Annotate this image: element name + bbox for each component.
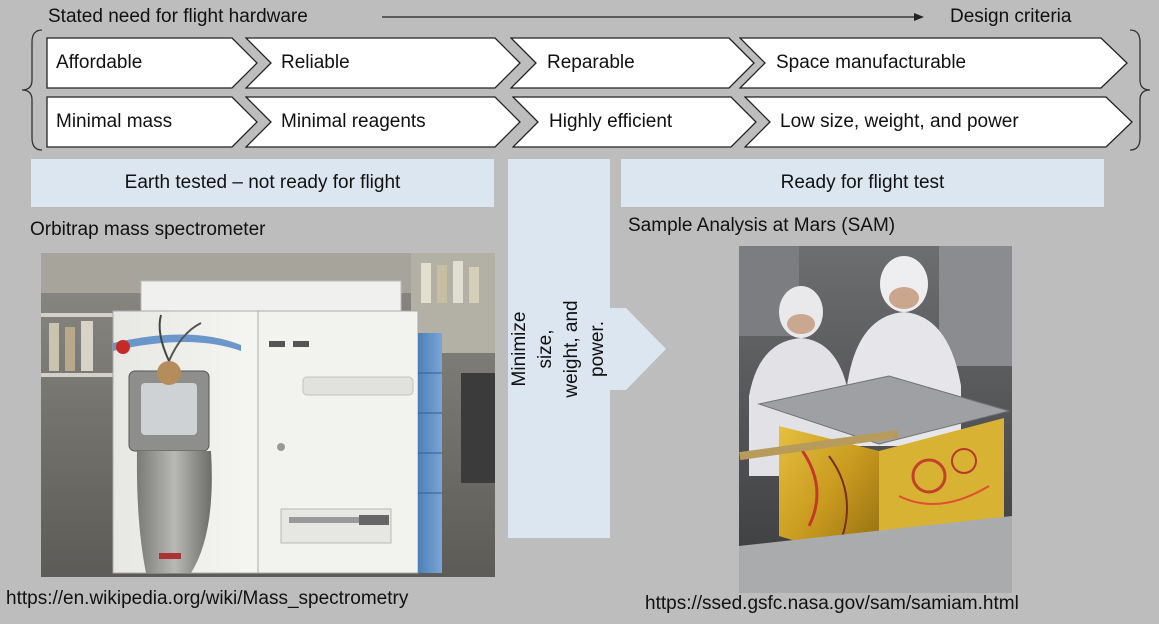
chevron-space-manufacturable: Space manufacturable [739,37,1129,89]
chevron-reparable-label: Reparable [547,52,635,73]
header-arrow [382,13,924,21]
chevron-highly-efficient: Highly efficient [512,96,758,148]
chevron-reliable-label: Reliable [281,52,350,73]
chevron-minimal-reagents: Minimal reagents [245,96,522,148]
orbitrap-caption: Orbitrap mass spectrometer [30,219,266,240]
earth-tested-banner-text: Earth tested – not ready for flight [124,172,401,193]
chevron-minimal-mass-label: Minimal mass [56,111,173,132]
chevron-highly-efficient-label: Highly efficient [549,111,673,132]
right-brace [1129,29,1151,151]
nasa-sam-url[interactable]: https://ssed.gsfc.nasa.gov/sam/samiam.ht… [645,593,1019,614]
sam-photo [739,246,1012,593]
ready-for-flight-banner-text: Ready for flight test [780,172,945,193]
orbitrap-photo [41,253,495,577]
arrow-head-right [608,308,666,390]
stated-need-label: Stated need for flight hardware [48,6,308,27]
chevron-space-manufacturable-label: Space manufacturable [776,52,967,73]
chevron-low-swap: Low size, weight, and power [744,96,1134,148]
chevron-reparable: Reparable [510,37,756,89]
chevron-affordable-label: Affordable [56,52,143,73]
chevron-minimal-mass: Minimal mass [46,96,259,148]
chevron-low-swap-label: Low size, weight, and power [780,111,1019,132]
chevron-affordable: Affordable [46,37,259,89]
minimize-swap-bar: Minimize size, weight, and power. [508,159,610,538]
chevron-reliable: Reliable [245,37,522,89]
wikipedia-url[interactable]: https://en.wikipedia.org/wiki/Mass_spect… [6,588,409,609]
left-brace [21,29,43,151]
sam-caption: Sample Analysis at Mars (SAM) [628,215,896,236]
ready-for-flight-banner: Ready for flight test [621,159,1104,207]
earth-tested-banner: Earth tested – not ready for flight [31,159,494,207]
minimize-swap-text: Minimize size, weight, and power. [509,299,608,398]
design-criteria-label: Design criteria [950,6,1072,27]
chevron-minimal-reagents-label: Minimal reagents [281,111,426,132]
